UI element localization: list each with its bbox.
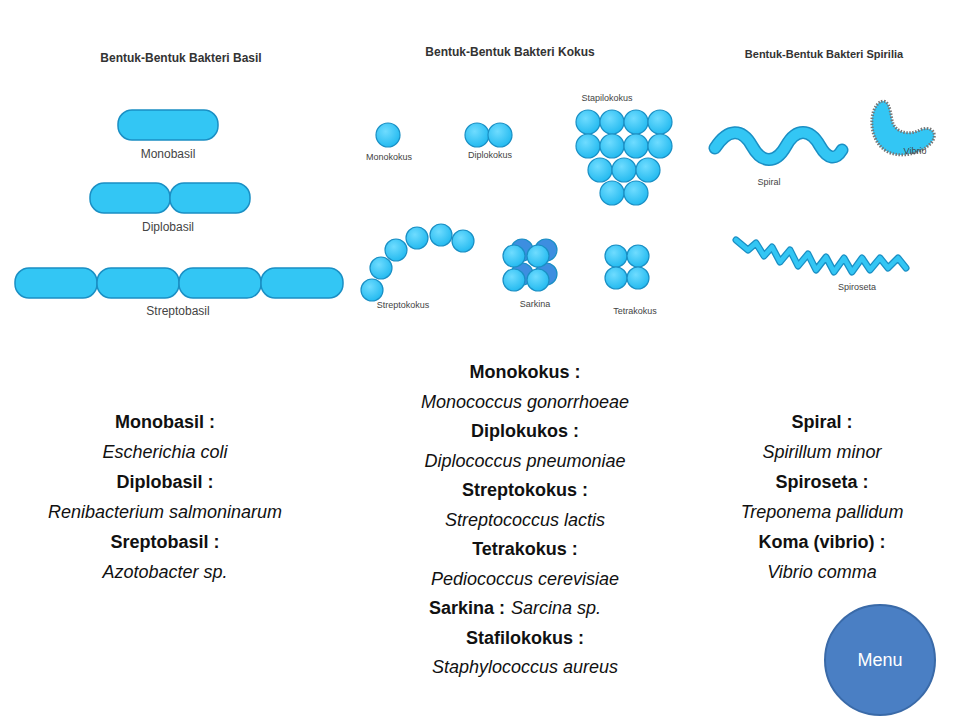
streptobasil-cell [261, 268, 343, 298]
section-heading: Bentuk-Bentuk Bakteri Spirilia [745, 48, 903, 61]
shape-name: Streptokokus [377, 300, 430, 310]
monobasil-cell [118, 110, 218, 140]
section-heading: Bentuk-Bentuk Bakteri Basil [100, 52, 261, 66]
shape-name: Streptobasil [146, 305, 209, 319]
section-heading: Bentuk-Bentuk Bakteri Kokus [425, 46, 594, 60]
species-name: Azotobacter sp. [102, 562, 227, 583]
species-group: Diplokukos : [471, 421, 579, 442]
spiral-cell [715, 133, 842, 160]
diplokokus-cell [488, 123, 512, 147]
shape-name: Spiral [757, 177, 780, 187]
shape-name: Diplobasil [142, 221, 194, 235]
species-group: Tetrakokus : [472, 539, 578, 560]
species-name: Renibacterium salmoninarum [48, 502, 282, 523]
species-name: Treponema pallidum [741, 502, 904, 523]
menu-button: Menu [824, 604, 936, 716]
species-group: Spiral : [791, 412, 852, 433]
species-name: Pediococcus cerevisiae [431, 569, 619, 590]
spiroseta-cell [736, 240, 906, 272]
shape-name: Monobasil [141, 148, 196, 162]
species-name: Staphylococcus aureus [432, 657, 618, 678]
shape-name: Tetrakokus [613, 306, 657, 316]
species-name: Vibrio comma [767, 562, 877, 583]
shape-name: Diplokokus [468, 150, 512, 160]
streptobasil-cell [97, 268, 179, 298]
species-group: Diplobasil : [116, 472, 213, 493]
button-label: Menu [857, 650, 902, 671]
species-name: Diplococcus pneumoniae [424, 451, 625, 472]
shape-name: Monokokus [366, 152, 412, 162]
species-group: Monokokus : [470, 362, 581, 383]
species-group: Streptokokus : [462, 480, 588, 501]
diplokokus-cell [465, 123, 489, 147]
species-group: Spiroseta : [775, 472, 868, 493]
streptobasil-cell [15, 268, 97, 298]
monokokus-cell [376, 123, 400, 147]
species-group: Stafilokokus : [466, 628, 584, 649]
species-name: Spirillum minor [762, 442, 881, 463]
shape-name: Stapilokokus [581, 93, 632, 103]
species-group: Sarkina : [429, 598, 505, 619]
species-name: Streptococcus lactis [445, 510, 605, 531]
shape-name: Vibrio [904, 146, 927, 156]
shape-name: Spiroseta [838, 282, 876, 292]
species-name: Monococcus gonorrhoeae [421, 392, 629, 413]
species-name: Sarcina sp. [511, 598, 601, 619]
species-group: Monobasil : [115, 412, 215, 433]
species-group: Koma (vibrio) : [758, 532, 885, 553]
shape-name: Sarkina [520, 299, 551, 309]
diplobasil-cell [90, 183, 170, 213]
streptobasil-cell [179, 268, 261, 298]
species-group: Sreptobasil : [110, 532, 219, 553]
species-name: Escherichia coli [102, 442, 227, 463]
diplobasil-cell [170, 183, 250, 213]
